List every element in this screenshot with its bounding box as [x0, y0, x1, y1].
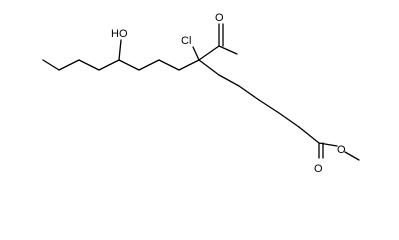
- bond: [318, 142, 338, 147]
- bond: [118, 59, 140, 71]
- bond: [98, 59, 120, 71]
- ester-ether-oxygen-label: O: [337, 144, 346, 156]
- bond: [78, 59, 100, 71]
- bond: [278, 112, 300, 128]
- bond: [218, 74, 240, 87]
- bond-layer: [42, 23, 360, 161]
- bond: [118, 39, 122, 61]
- chlorine-label: Cl: [181, 35, 191, 47]
- bond: [238, 85, 260, 101]
- bond: [42, 59, 60, 71]
- ester-carbonyl-oxygen-label: O: [314, 163, 323, 175]
- bond: [344, 151, 360, 161]
- chemical-structure: HO Cl O O O: [42, 12, 360, 175]
- bond: [258, 99, 280, 114]
- bond: [298, 126, 320, 144]
- atom-label-layer: HO Cl O O O: [111, 12, 346, 175]
- bond: [58, 59, 80, 71]
- structure-drawing: HO Cl O O O: [42, 12, 360, 175]
- hydroxyl-label: HO: [111, 28, 128, 40]
- bond: [138, 59, 160, 71]
- bond: [158, 59, 180, 71]
- ketone-oxygen-label: O: [215, 12, 224, 24]
- bond: [192, 46, 200, 61]
- bond: [198, 45, 220, 61]
- bond: [218, 45, 238, 55]
- bond: [178, 59, 200, 71]
- bond: [198, 59, 220, 76]
